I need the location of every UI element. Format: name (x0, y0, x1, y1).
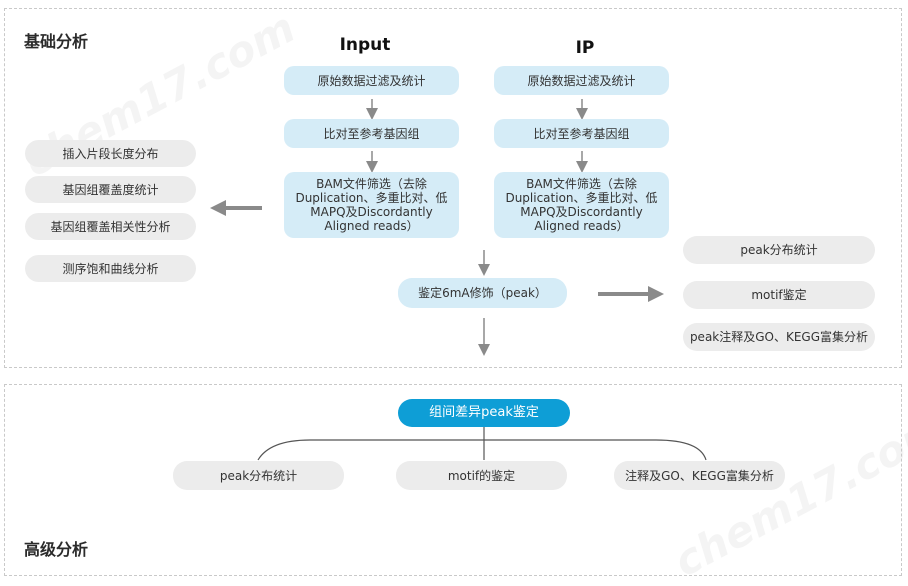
tree-brace (257, 439, 707, 461)
input-step-align: 比对至参考基因组 (284, 119, 459, 148)
left-item-saturation: 测序饱和曲线分析 (25, 255, 196, 282)
advanced-analysis-section (4, 384, 902, 576)
input-step-bam-filter: BAM文件筛选（去除Duplication、多重比对、低MAPQ及Discord… (284, 172, 459, 238)
advanced-root-diff-peak: 组间差异peak鉴定 (398, 399, 570, 427)
advanced-child-motif: motif的鉴定 (396, 461, 567, 490)
right-item-annotation: peak注释及GO、KEGG富集分析 (683, 323, 875, 351)
input-step-filter: 原始数据过滤及统计 (284, 66, 459, 95)
basic-analysis-title: 基础分析 (24, 32, 89, 51)
left-item-coverage: 基因组覆盖度统计 (25, 176, 196, 203)
right-item-motif: motif鉴定 (683, 281, 875, 309)
ip-step-bam-filter: BAM文件筛选（去除Duplication、多重比对、低MAPQ及Discord… (494, 172, 669, 238)
advanced-analysis-title: 高级分析 (24, 540, 89, 559)
input-column-title: Input (339, 35, 391, 55)
left-item-correlation: 基因组覆盖相关性分析 (25, 213, 196, 240)
ip-step-align: 比对至参考基因组 (494, 119, 669, 148)
peak-calling-step: 鉴定6mA修饰（peak） (398, 278, 567, 308)
ip-column-title: IP (575, 38, 595, 58)
ip-step-filter: 原始数据过滤及统计 (494, 66, 669, 95)
basic-analysis-section (4, 8, 902, 368)
advanced-child-peak-distribution: peak分布统计 (173, 461, 344, 490)
advanced-child-annotation: 注释及GO、KEGG富集分析 (614, 461, 785, 490)
right-item-peak-distribution: peak分布统计 (683, 236, 875, 264)
left-item-insert-size: 插入片段长度分布 (25, 140, 196, 167)
